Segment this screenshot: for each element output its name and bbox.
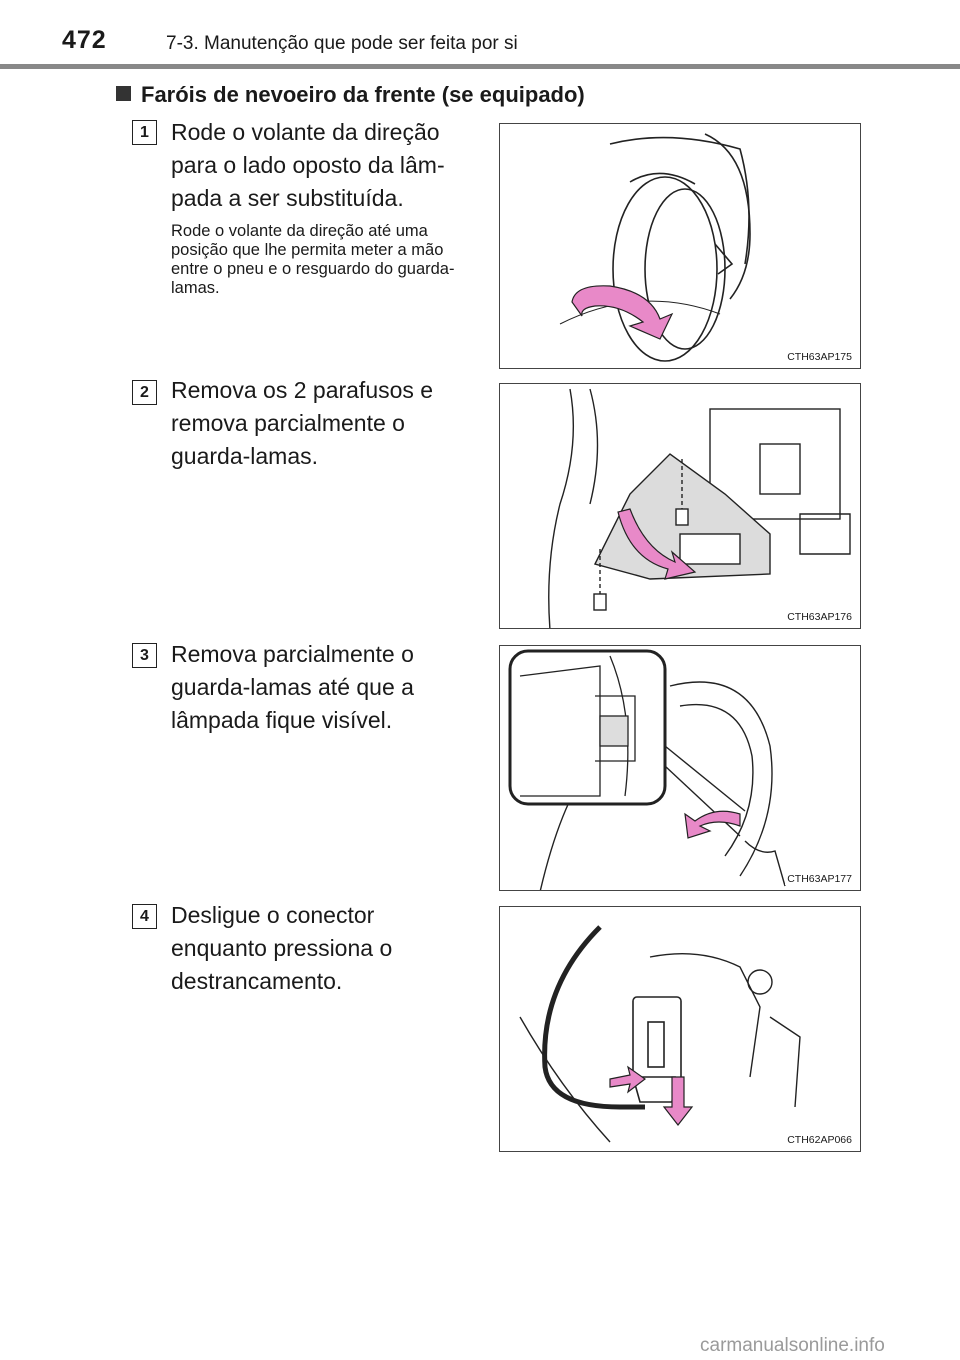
rotation-arrow-icon — [571, 285, 674, 340]
fender-bolts-illustration — [548, 388, 851, 628]
header-divider — [0, 64, 960, 69]
section-title: Faróis de nevoeiro da frente (se equipad… — [116, 82, 585, 108]
push-arrow-icon — [609, 1065, 647, 1094]
figure-code: CTH63AP175 — [785, 351, 854, 363]
figure-step-2: CTH63AP176 — [499, 383, 861, 629]
square-bullet-icon — [116, 86, 131, 101]
page-number: 472 — [62, 26, 107, 54]
detail-inset — [508, 649, 667, 806]
step-4-badge: 4 — [132, 904, 157, 929]
curved-arrow-icon — [684, 810, 741, 839]
section-title-text: Faróis de nevoeiro da frente (se equipad… — [141, 82, 585, 107]
connector-illustration — [519, 925, 801, 1143]
step-3-text: Remova parcialmente o guarda-lamas até q… — [171, 641, 414, 733]
step-1-text: Rode o volante da direção para o lado op… — [171, 119, 445, 211]
step-2-badge: 2 — [132, 380, 157, 405]
figure-step-4: CTH62AP066 — [499, 906, 861, 1152]
page-header: 472 7-3. Manutenção que pode ser feita p… — [0, 0, 960, 70]
step-1-note: Rode o volante da direção até uma posiçã… — [171, 222, 455, 297]
step-1-badge: 1 — [132, 120, 157, 145]
lamp-visible-illustration — [508, 649, 786, 890]
figure-step-1: CTH63AP175 — [499, 123, 861, 369]
figure-code: CTH62AP066 — [785, 1134, 854, 1146]
figure-code: CTH63AP177 — [785, 873, 854, 885]
step-2-text: Remova os 2 parafusos e remova parcialme… — [171, 377, 434, 469]
step-4-text: Desligue o conector enquanto pressiona o… — [171, 902, 393, 994]
curved-arrow-icon — [617, 508, 697, 580]
watermark: carmanualsonline.info — [700, 1335, 885, 1356]
pull-down-arrow-icon — [662, 1076, 694, 1126]
connector-plug — [631, 996, 682, 1103]
step-3-badge: 3 — [132, 643, 157, 668]
figure-step-3: CTH63AP177 — [499, 645, 861, 891]
figure-code: CTH63AP176 — [785, 611, 854, 623]
tire-turn-illustration — [559, 133, 751, 362]
chapter-title: 7-3. Manutenção que pode ser feita por s… — [166, 33, 518, 54]
